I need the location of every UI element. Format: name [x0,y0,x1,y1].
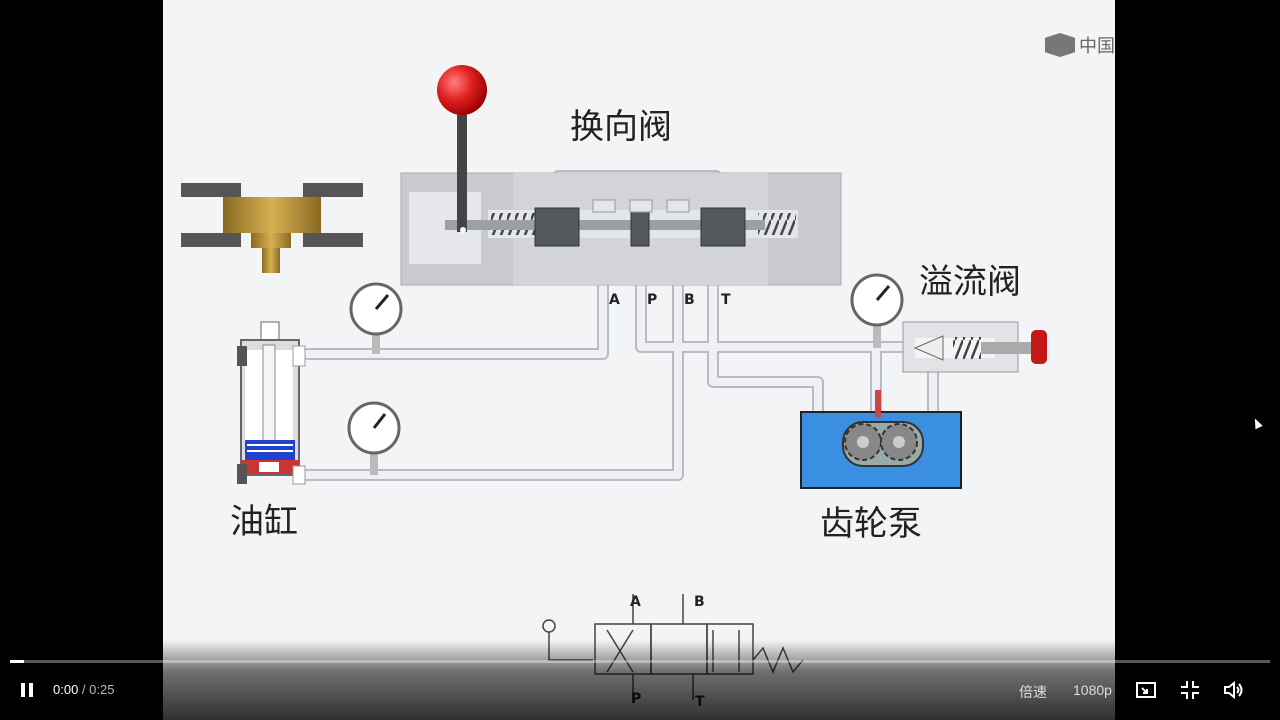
pause-icon [21,683,25,697]
logo-cube-icon [1045,33,1075,57]
pressure-gauge-cylinder-top [349,282,403,354]
lever-knob [437,65,487,115]
press-table [181,183,363,273]
symbol-port-a: A [630,594,641,610]
hydraulic-cylinder [237,321,306,485]
speed-button[interactable]: 倍速 [1019,684,1047,700]
port-label-t: T [721,292,731,308]
progress-fill [10,660,24,663]
port-label-b: B [684,292,695,308]
watermark-logo: 中国 [1045,30,1115,60]
video-frame[interactable]: 换向阀 A P B T [163,0,1115,720]
picture-in-picture-icon[interactable] [1134,678,1158,702]
time-separator: / [78,682,90,697]
port-label-a: A [609,292,620,308]
hydraulic-diagram: 换向阀 A P B T [181,65,1047,710]
time-display: 0:00 / 0:25 [53,682,114,697]
volume-icon[interactable] [1222,678,1246,702]
current-time: 0:00 [53,682,79,697]
cylinder-title: 油缸 [230,502,298,542]
progress-bar[interactable] [10,660,1270,663]
relief-title: 溢流阀 [919,262,1021,302]
exit-fullscreen-icon[interactable] [1178,678,1202,702]
duration: 0:25 [89,682,115,697]
symbol-port-b: B [694,594,705,610]
port-label-p: P [647,292,657,308]
directional-valve [400,65,842,286]
player-controls: 0:00 / 0:25 倍速 1080p [0,640,1280,720]
pause-button[interactable] [18,680,38,700]
quality-button[interactable]: 1080p [1073,682,1112,698]
watermark-text: 中国 [1079,36,1115,57]
pressure-gauge-pump [850,273,904,348]
pump-title: 齿轮泵 [820,504,922,544]
pressure-gauge-cylinder-bottom [347,401,401,475]
valve-title: 换向阀 [570,107,672,147]
mouse-cursor-icon [1251,416,1263,430]
relief-valve [902,321,1047,373]
gear-pump [800,390,962,489]
